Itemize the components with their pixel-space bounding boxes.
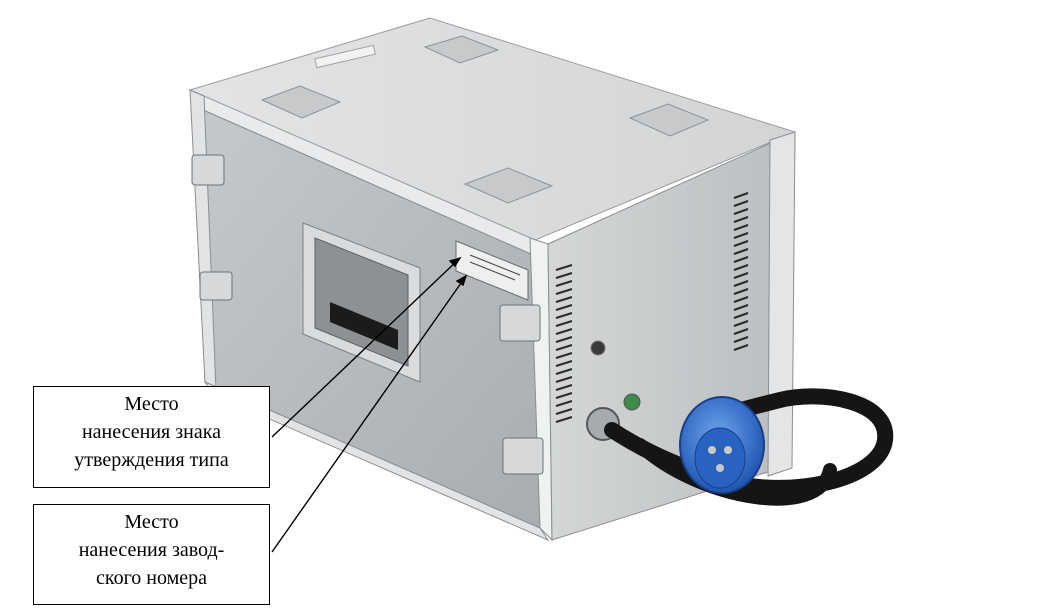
callout-type-approval-mark: Место нанесения знака утверждения типа (33, 386, 270, 488)
callout-line: утверждения типа (74, 449, 229, 471)
power-plug (679, 396, 765, 494)
side-port (590, 340, 606, 356)
ground-terminal (623, 393, 641, 411)
side-frame (767, 131, 796, 477)
power-cable-2 (633, 438, 837, 506)
lid-label (314, 44, 376, 69)
callout-serial-number: Место нанесения завод- ского номера (33, 504, 270, 605)
callout-line: Место (124, 393, 179, 415)
callout-line: нанесения знака (81, 421, 222, 443)
latch (191, 154, 544, 475)
handle (302, 222, 421, 383)
leader-lines (271, 256, 468, 553)
callout-line: Место (124, 511, 179, 533)
vent (555, 192, 749, 423)
callout-line: ского номера (95, 567, 207, 589)
callout-line: нанесения завод- (78, 539, 225, 561)
lid-foot (260, 35, 710, 204)
